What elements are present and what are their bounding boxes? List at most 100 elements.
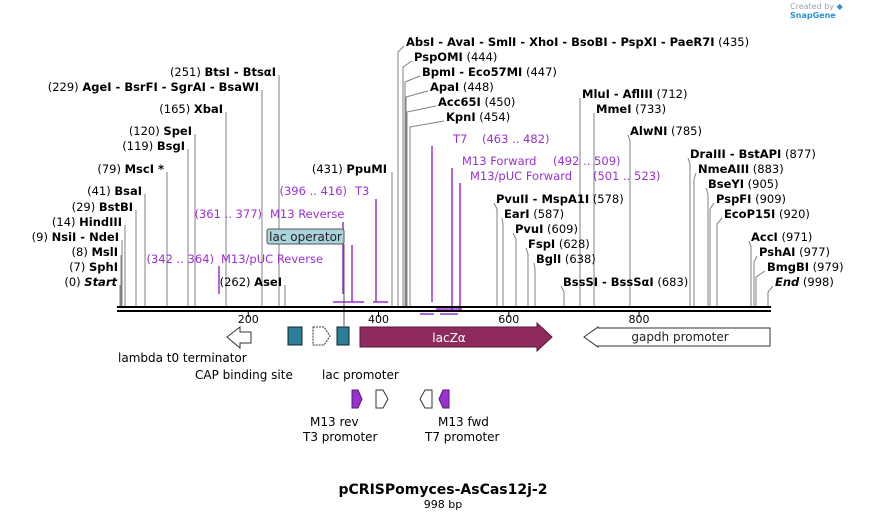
site-label-mmei[interactable]: MmeI (733): [596, 102, 666, 116]
primer-label[interactable]: (463 .. 482): [482, 132, 550, 146]
feature-label-t7-promoter: T7 promoter: [424, 430, 500, 444]
primer-label[interactable]: (501 .. 523): [593, 169, 661, 183]
site-labels: (0) Start(7) SphI(8) MslI(9) NsiI - NdeI…: [32, 35, 844, 289]
site-label-absi-avai-smli-xhoi-bsobi-pspxi-paer7i[interactable]: AbsI - AvaI - SmlI - XhoI - BsoBI - PspX…: [406, 35, 749, 49]
primer-label[interactable]: (492 .. 509): [553, 154, 621, 168]
lac-promoter-arrow[interactable]: [312, 326, 331, 346]
lacza-arrow[interactable]: [359, 321, 553, 353]
m13-fwd-arrow[interactable]: [438, 389, 450, 409]
site-label-mlui-afliii[interactable]: MluI - AflIII (712): [582, 87, 688, 101]
primer-label[interactable]: T7: [452, 132, 467, 146]
site-position: (877): [781, 147, 816, 161]
site-label-end[interactable]: End (998): [775, 275, 834, 289]
site-label-bsgi[interactable]: (119) BsgI: [122, 139, 185, 153]
gapdh-promoter-label: gapdh promoter: [631, 330, 728, 344]
lac-operator-feature[interactable]: [336, 326, 350, 346]
site-position: (979): [809, 260, 844, 274]
site-label-nsii-ndei[interactable]: (9) NsiI - NdeI: [32, 230, 119, 244]
site-label-pspomi[interactable]: PspOMI (444): [414, 50, 497, 64]
site-label-msci[interactable]: (79) MscI *: [97, 162, 164, 176]
t3-promoter-arrow[interactable]: [375, 389, 389, 409]
site-label-ppumi[interactable]: (431) PpuMI: [312, 162, 387, 176]
site-label-eari[interactable]: EarI (587): [504, 207, 564, 221]
site-line-acci: [748, 240, 752, 306]
site-label-bseyi[interactable]: BseYI (905): [708, 177, 779, 191]
site-position: (638): [561, 252, 596, 266]
site-label-alwni[interactable]: AlwNI (785): [630, 124, 702, 138]
site-position: (29): [72, 200, 99, 214]
site-position: (9): [32, 230, 52, 244]
site-label-spei[interactable]: (120) SpeI: [129, 124, 192, 138]
scale-tick-label: 600: [498, 313, 519, 326]
feature-label-t3-promoter: T3 promoter: [302, 430, 378, 444]
site-label-hindiii[interactable]: (14) HindIII: [52, 215, 122, 229]
primer-label[interactable]: M13 Forward: [462, 154, 536, 168]
site-position: (971): [778, 230, 813, 244]
site-label-bgli[interactable]: BglI (638): [536, 252, 596, 266]
site-name: MslI: [91, 245, 118, 259]
site-label-pvuii-mspa1i[interactable]: PvuII - MspA1I (578): [496, 192, 624, 206]
site-name: FspI: [528, 237, 555, 251]
site-label-bpmi-eco57mi[interactable]: BpmI - Eco57MI (447): [422, 65, 557, 79]
site-name: NsiI - NdeI: [52, 230, 119, 244]
site-label-btsi-bts-i[interactable]: (251) BtsI - BtsαI: [170, 65, 276, 79]
site-line-nmeaiii: [693, 172, 697, 306]
site-label-msli[interactable]: (8) MslI: [72, 245, 118, 259]
site-label-kpni[interactable]: KpnI (454): [446, 110, 510, 124]
site-line-alwni: [627, 134, 631, 306]
site-label-nmeaiii[interactable]: NmeAIII (883): [698, 162, 784, 176]
site-position: (14): [52, 215, 79, 229]
site-label-xbai[interactable]: (165) XbaI: [159, 102, 223, 116]
site-label-pshai[interactable]: PshAI (977): [759, 245, 830, 259]
site-label-asei[interactable]: (262) AseI: [220, 275, 282, 289]
site-line-apai: [405, 90, 429, 306]
snapgene-credit: Created by ◆ SnapGene: [790, 2, 888, 20]
primer-label[interactable]: (361 .. 377): [195, 207, 263, 221]
site-lines: [119, 45, 774, 306]
gapdh-promoter-arrow[interactable]: [583, 326, 771, 348]
site-name: BtsI - BtsαI: [205, 65, 276, 79]
site-line-eari: [501, 217, 504, 306]
site-position: (909): [751, 192, 786, 206]
cap-binding-site-box[interactable]: [287, 326, 303, 346]
site-label-bstbi[interactable]: (29) BstBI: [72, 200, 133, 214]
site-label-bsai[interactable]: (41) BsaI: [87, 184, 142, 198]
site-label-apai[interactable]: ApaI (448): [430, 80, 494, 94]
site-label-acc65i[interactable]: Acc65I (450): [438, 95, 515, 109]
site-label-draiii-bstapi[interactable]: DraIII - BstAPI (877): [690, 147, 816, 161]
site-label-bsssi-bsss-i[interactable]: BssSI - BssSαI (683): [563, 275, 688, 289]
site-label-bmgbi[interactable]: BmgBI (979): [767, 260, 844, 274]
feature-label-lambda-t0-terminator: lambda t0 terminator: [118, 351, 247, 365]
site-label-acci[interactable]: AccI (971): [751, 230, 812, 244]
site-line-bseyi: [705, 187, 709, 306]
m13-rev-arrow[interactable]: [351, 389, 363, 409]
site-position: (431): [312, 162, 347, 176]
site-position: (578): [589, 192, 624, 206]
primer-label[interactable]: M13 Reverse: [270, 207, 344, 221]
t7-promoter-arrow[interactable]: [419, 389, 433, 409]
primer-label[interactable]: M13/pUC Reverse: [221, 252, 323, 266]
site-label-pvui[interactable]: PvuI (609): [515, 222, 578, 236]
site-label-fspi[interactable]: FspI (628): [528, 237, 590, 251]
credit-app: SnapGene: [790, 11, 836, 20]
site-position: (262): [220, 275, 255, 289]
site-name: MmeI: [596, 102, 632, 116]
primer-label[interactable]: (342 .. 364): [147, 252, 215, 266]
scale-tick-label: 400: [368, 313, 389, 326]
site-label-start[interactable]: (0) Start: [64, 275, 117, 289]
site-name: AseI: [254, 275, 282, 289]
lac-operator[interactable]: lac operator: [266, 228, 345, 326]
scale-tick-label: 800: [629, 313, 650, 326]
site-name: Acc65I: [438, 95, 481, 109]
site-position: (120): [129, 124, 164, 138]
primer-label[interactable]: M13/pUC Forward: [470, 169, 572, 183]
site-name: AlwNI: [630, 124, 667, 138]
site-label-agei-bsrfi-sgrai-bsawi[interactable]: (229) AgeI - BsrFI - SgrAI - BsaWI: [48, 80, 259, 94]
primer-label[interactable]: T3: [354, 184, 369, 198]
map-title: pCRISPomyces-AsCas12j-2: [339, 482, 548, 498]
site-label-sphi[interactable]: (7) SphI: [69, 260, 118, 274]
primer-label[interactable]: (396 .. 416): [280, 184, 348, 198]
site-label-pspfi[interactable]: PspFI (909): [716, 192, 786, 206]
site-label-ecop15i[interactable]: EcoP15I (920): [724, 207, 810, 221]
lambda-t0-terminator-arrow[interactable]: [226, 325, 252, 350]
